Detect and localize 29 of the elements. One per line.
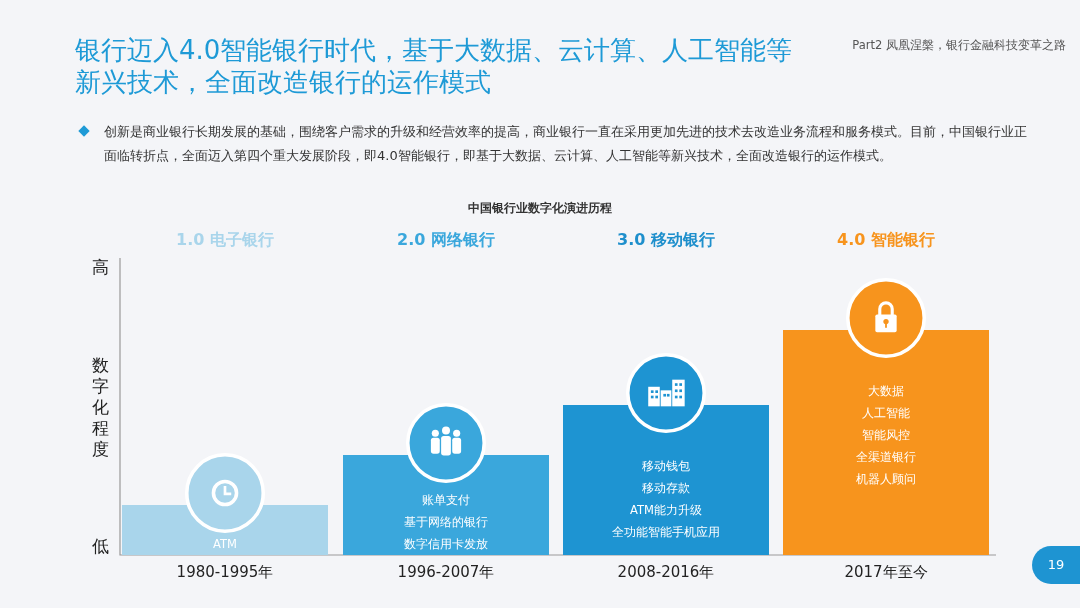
bar-item-text: 机器人顾问 bbox=[856, 471, 916, 488]
bar-item-text: 人工智能 bbox=[862, 405, 910, 422]
year-label: 2008-2016年 bbox=[616, 563, 716, 582]
chart-title: 中国银行业数字化演进历程 bbox=[467, 200, 613, 217]
slide-title: 银行迈入4.0智能银行时代，基于大数据、云计算、人工智能等新兴技术，全面改造银行的运作模式 bbox=[75, 34, 794, 98]
stage-heading: 2.0 网络银行 bbox=[396, 230, 496, 251]
bar-item-text: 全功能智能手机应用 bbox=[612, 524, 720, 541]
axis-title: 数字化程度 bbox=[92, 355, 110, 460]
stage-heading: 4.0 智能银行 bbox=[836, 230, 936, 251]
bar-item-text: 移动钱包 bbox=[642, 458, 690, 475]
bar-item-text: 账单支付 bbox=[422, 492, 470, 509]
bar-item-text: 全渠道银行 bbox=[856, 449, 916, 466]
year-label: 1996-2007年 bbox=[396, 563, 496, 582]
bar-item-text: 数字信用卡发放 bbox=[404, 536, 488, 553]
year-label: 2017年至今 bbox=[843, 563, 929, 582]
axis-label: 高 bbox=[92, 256, 109, 279]
year-label: 1980-1995年 bbox=[175, 563, 275, 582]
bar-item-text: ATM能力升级 bbox=[630, 502, 702, 519]
bar-item-text: 基于网络的银行 bbox=[404, 514, 488, 531]
intro-paragraph: 创新是商业银行长期发展的基础，围绕客户需求的升级和经营效率的提高，商业银行一直在采用更加先进的技术去改造业务流程和服务模式。目前，中国银行业正面临转折点，全面迈入第四个重大发展阶段，即4.0智能银行，即基于大数据、云计算、人工智能等新兴技术，全面改造银行的运作模式。 bbox=[104, 123, 1028, 165]
bar-item-text: ATM bbox=[213, 536, 237, 553]
axis-label: 低 bbox=[92, 535, 109, 558]
stage-heading: 3.0 移动银行 bbox=[616, 230, 716, 251]
page-number: 19 bbox=[1032, 546, 1080, 584]
bar-item-text: 大数据 bbox=[868, 383, 904, 400]
bar-item-text: 移动存款 bbox=[642, 480, 690, 497]
stage-heading: 1.0 电子银行 bbox=[175, 230, 275, 251]
bar-item-text: 智能风控 bbox=[862, 427, 910, 444]
section-header: Part2 凤凰涅槃，银行金融科技变革之路 bbox=[852, 38, 1066, 53]
